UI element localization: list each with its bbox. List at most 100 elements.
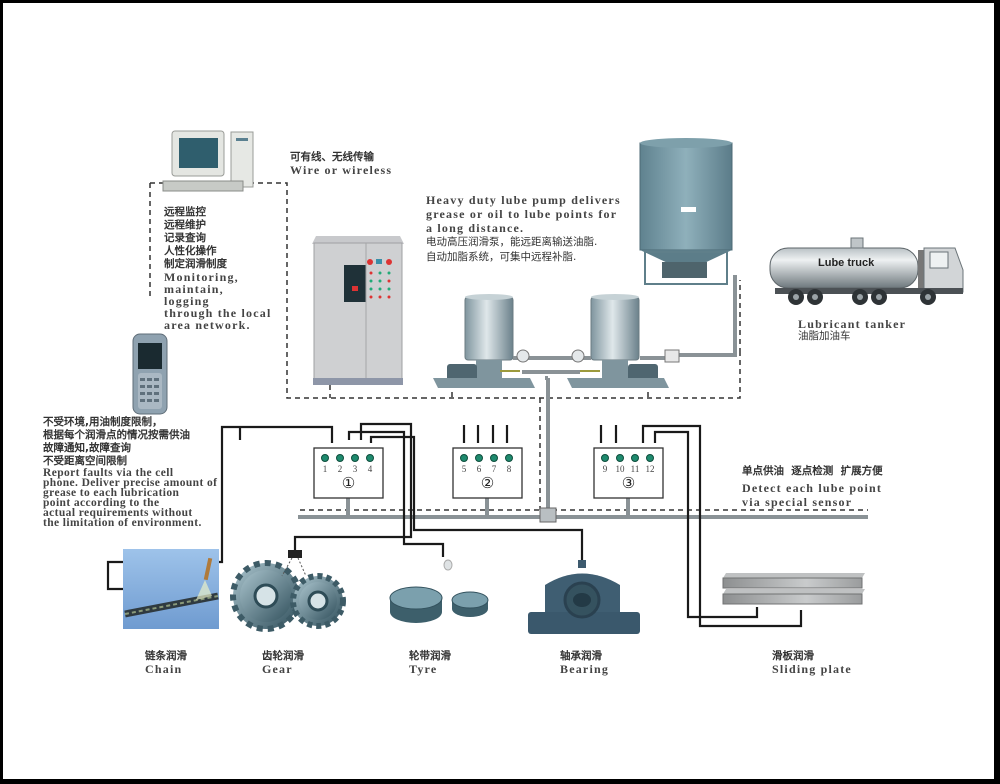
lube-point-indicator: [505, 454, 513, 462]
sliding-plate-image: [722, 573, 865, 605]
lube-point-number: 2: [338, 464, 343, 474]
caption-chain: 链条润滑 Chain: [145, 650, 187, 675]
computer-note-en-line: logging: [164, 294, 210, 308]
pipe-tee-fitting: [539, 507, 557, 523]
computer-note-en-line: maintain,: [164, 282, 224, 296]
caption-cn: 轮带润滑: [409, 650, 451, 662]
diagram-frame: [3, 3, 994, 779]
lube-pump-left: [433, 294, 535, 388]
phone-note-cn-line: 故障通知,故障查询: [43, 442, 131, 454]
computer-note-cn-line: 远程维护: [164, 219, 206, 231]
phone-note-cn-line: 不受距离空间限制: [43, 455, 127, 467]
sensor-note-en-line: Detect each lube point: [742, 481, 883, 495]
lube-point-number: 12: [646, 464, 655, 474]
pump-notes: Heavy duty lube pump delivers grease or …: [426, 193, 621, 265]
lube-point-number: 4: [368, 464, 373, 474]
truck-body-label: Lube truck: [818, 257, 875, 269]
lube-point-indicator: [490, 454, 498, 462]
pump-note-en-line: grease or oil to lube points for: [426, 207, 618, 221]
lube-point-number: 9: [603, 464, 608, 474]
lube-point-number: 6: [477, 464, 482, 474]
phone-note-cn-line: 根据每个润滑点的情况按需供油: [43, 429, 190, 441]
computer-notes: 远程监控 远程维护 记录查询 人性化操作 制定润滑制度 Monitoring, …: [164, 206, 272, 331]
main-pipe: [298, 275, 868, 519]
lube-point-number: 8: [507, 464, 512, 474]
network-dashed-lines: [149, 182, 868, 511]
caption-en: Tyre: [409, 662, 438, 676]
lube-pump-right: [567, 294, 669, 388]
phone-note-en-line: grease to each lubrication: [43, 487, 180, 499]
chain-lubrication-image: [123, 549, 219, 629]
distributor-number: ③: [622, 474, 635, 492]
computer-note-en-line: Monitoring,: [164, 270, 239, 284]
sensor-note-cn: 单点供油 逐点检测 扩展方便: [742, 465, 883, 477]
phone-note-en-line: Report faults via the cell: [43, 467, 174, 479]
caption-en: Sliding plate: [772, 662, 852, 676]
caption-en: Chain: [145, 662, 183, 676]
lube-point-indicator: [351, 454, 359, 462]
tyre-lubrication-image: [389, 559, 489, 623]
caption-cn: 滑板润滑: [772, 650, 814, 662]
pressure-gauge-right: [571, 349, 585, 363]
caption-cn: 齿轮润滑: [262, 650, 304, 662]
distributor-number: ②: [481, 474, 494, 492]
computer-note-en-line: through the local: [164, 306, 272, 320]
network-note-en: Wire or wireless: [290, 163, 393, 177]
grease-storage-tank: [639, 138, 733, 285]
computer-icon: [162, 130, 254, 192]
distributor-3: 9 10 11 12 ③: [593, 447, 664, 499]
feed-lines: [106, 422, 803, 628]
caption-en: Gear: [262, 662, 293, 676]
phone-note-en-line: phone. Deliver precise amount of: [43, 477, 218, 489]
phone-note-en-line: point according to the: [43, 497, 160, 509]
pump-note-en-line: Heavy duty lube pump delivers: [426, 193, 621, 207]
caption-gear: 齿轮润滑 Gear: [262, 650, 304, 675]
control-cabinet-icon: [312, 236, 404, 385]
lube-point-number: 3: [353, 464, 358, 474]
lube-point-number: 10: [616, 464, 626, 474]
sensor-note-en-line: via special sensor: [742, 495, 853, 509]
lube-point-indicator: [475, 454, 483, 462]
caption-cn: 轴承润滑: [560, 650, 602, 662]
lube-point-indicator: [336, 454, 344, 462]
junction-box: [664, 349, 680, 363]
lube-point-number: 7: [492, 464, 497, 474]
phone-note-en-line: actual requirements without: [43, 507, 193, 519]
lube-point-indicator: [601, 454, 609, 462]
cell-phone-icon: [132, 333, 168, 415]
phone-notes: 不受环境,用油制度限制， 根据每个润滑点的情况按需供油 故障通知,故障查询 不受…: [43, 416, 218, 529]
lube-point-indicator: [631, 454, 639, 462]
truck-caption-en: Lubricant tanker: [798, 317, 907, 331]
gear-lubrication-image: [230, 550, 346, 632]
lube-point-indicator: [321, 454, 329, 462]
lube-point-indicator: [366, 454, 374, 462]
distributor-number: ①: [342, 474, 355, 492]
lube-point-indicator: [616, 454, 624, 462]
network-note: 可有线、无线传输 Wire or wireless: [290, 151, 392, 176]
computer-note-en-line: area network.: [164, 318, 251, 332]
pump-note-en-line: a long distance.: [426, 221, 525, 235]
caption-tyre: 轮带润滑 Tyre: [409, 650, 451, 675]
pressure-gauge-left: [516, 349, 530, 363]
caption-sliding-plate: 滑板润滑 Sliding plate: [772, 650, 852, 675]
caption-bearing: 轴承润滑 Bearing: [560, 650, 609, 675]
pump-note-cn-line: 自动加脂系统，可集中远程补脂.: [426, 251, 577, 263]
computer-note-cn-line: 记录查询: [164, 232, 206, 244]
caption-en: Bearing: [560, 662, 610, 676]
lube-point-number: 1: [323, 464, 328, 474]
lube-point-indicator: [460, 454, 468, 462]
computer-note-cn-line: 人性化操作: [164, 245, 217, 257]
pump-note-cn-line: 电动高压润滑泵，能远距离输送油脂.: [426, 236, 598, 248]
lube-point-number: 11: [631, 464, 640, 474]
truck-caption: Lubricant tanker 油脂加油车: [798, 318, 906, 343]
lube-truck: [769, 237, 964, 305]
lube-point-indicator: [646, 454, 654, 462]
phone-note-cn-line: 不受环境,用油制度限制，: [43, 416, 163, 428]
caption-cn: 链条润滑: [145, 650, 187, 662]
computer-note-cn-line: 制定润滑制度: [164, 258, 227, 270]
lube-point-number: 5: [462, 464, 467, 474]
computer-note-cn-line: 远程监控: [164, 206, 206, 218]
